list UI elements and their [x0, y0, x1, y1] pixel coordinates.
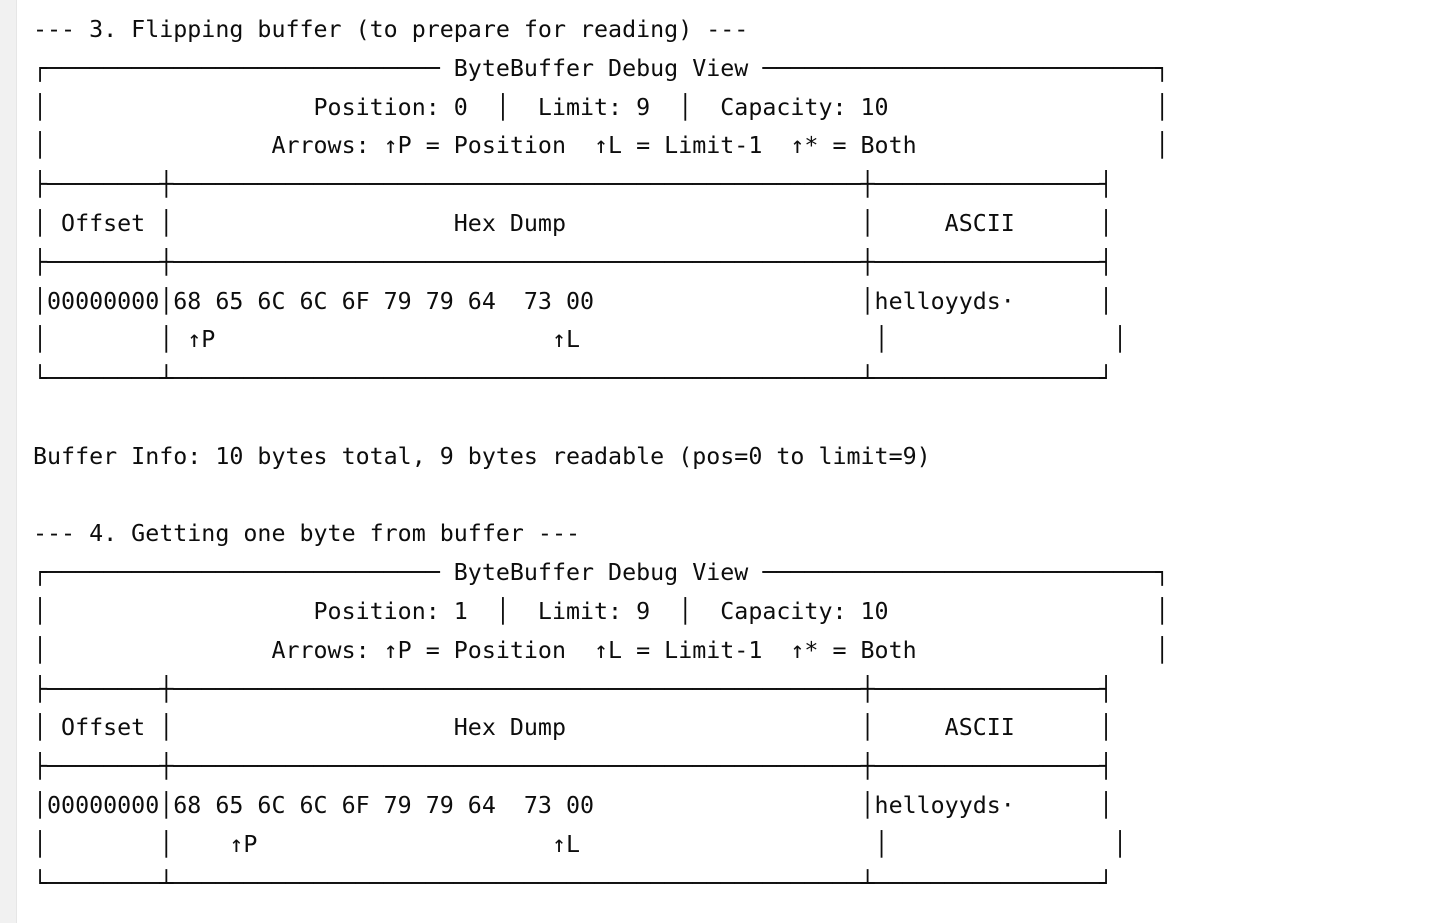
console-output: --- 3. Flipping buffer (to prepare for r… [33, 11, 1169, 903]
bytebuffer-debug-view: ┌──────────────────────────── ByteBuffer… [33, 54, 1170, 393]
step-heading: --- 4. Getting one byte from buffer --- [33, 520, 581, 548]
step-heading: --- 3. Flipping buffer (to prepare for r… [33, 16, 749, 43]
bytebuffer-debug-view: ┌──────────────────────────── ByteBuffer… [33, 559, 1170, 897]
left-gutter [0, 0, 17, 923]
step-section-get: --- 4. Getting one byte from buffer --- … [33, 515, 1169, 903]
buffer-info: Buffer Info: 10 bytes total, 9 bytes rea… [33, 442, 931, 470]
step-section-flip: --- 3. Flipping buffer (to prepare for r… [33, 11, 1169, 477]
